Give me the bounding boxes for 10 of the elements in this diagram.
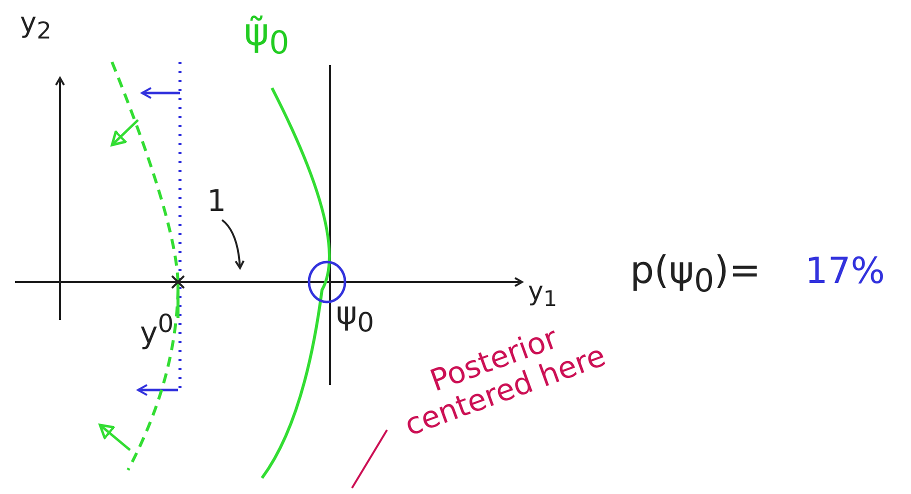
point-label: ψ$_{0}$ [336,296,374,338]
leader-line [221,219,244,269]
formula-text: p(ψ$_{0}$)= [630,250,761,300]
point-label: y$^{0}$ [140,310,174,350]
callout-number: 1 [207,185,226,218]
leader-line [351,430,388,489]
value-text: 17% [805,252,886,292]
axis-label: y$_{1}$ [528,278,558,312]
axis-label: y$_{2}$ [20,8,52,44]
curve-label: ψ̃$_{0}$ [244,12,290,62]
